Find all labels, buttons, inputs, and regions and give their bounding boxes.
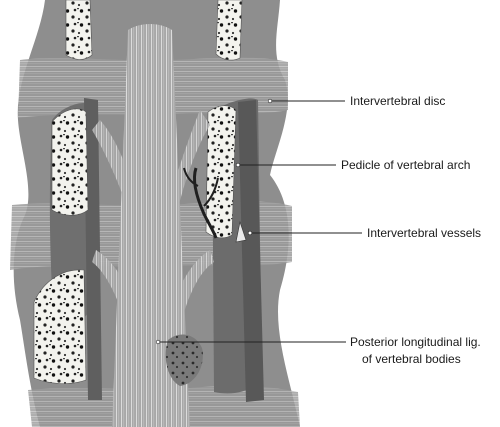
label-posterior-ligament-line1: Posterior longitudinal lig. [350, 335, 481, 349]
labels: Intervertebral disc Pedicle of vertebral… [341, 94, 481, 366]
right-vertebral-column [212, 98, 264, 402]
label-intervertebral-disc: Intervertebral disc [350, 94, 445, 108]
label-intervertebral-vessels: Intervertebral vessels [367, 226, 481, 240]
intervertebral-vessels [183, 167, 247, 243]
posterior-longitudinal-ligament [92, 24, 214, 427]
label-posterior-ligament-line2: of vertebral bodies [362, 352, 461, 366]
bone-fragments [33, 0, 243, 384]
label-pedicle: Pedicle of vertebral arch [341, 158, 470, 172]
venous-plexus [165, 334, 203, 386]
leader-lines [155, 98, 362, 345]
